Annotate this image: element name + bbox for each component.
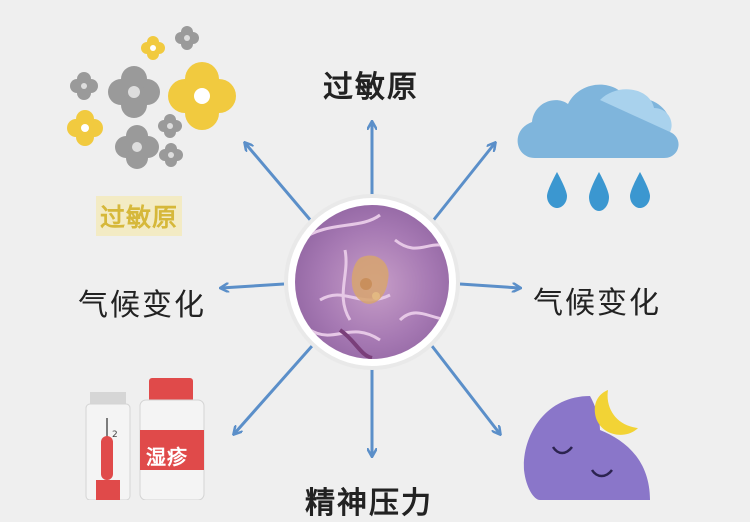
arrow-up-left: [245, 143, 314, 223]
allergen-label-top: 过敏原: [323, 70, 419, 105]
arrow-right: [459, 284, 520, 288]
allergen-label-pollen: 过敏原: [96, 196, 183, 236]
eczema-causes-diagram: [67, 26, 679, 500]
rain-cloud-icon: [517, 84, 679, 211]
medicine-bottle-icon: [139, 378, 205, 500]
arrow-down-left: [234, 345, 314, 434]
arrows: [221, 122, 520, 456]
pollen-flowers-icon: [67, 26, 236, 169]
ointment-tube-icon: [85, 392, 131, 500]
eczema-bottle-label: 湿疹: [146, 445, 188, 469]
arrow-down-right: [430, 345, 500, 434]
mental-stress-label: 精神压力: [305, 486, 433, 521]
arrow-up-right: [430, 143, 495, 223]
sleeping-moon-icon: [523, 390, 650, 500]
climate-change-label-left: 气候变化: [78, 288, 206, 323]
climate-change-label-right: 气候变化: [533, 286, 661, 321]
tube-scale-mark: 2: [112, 430, 118, 440]
skin-cell-micrograph-icon: [284, 194, 460, 370]
arrow-left: [221, 282, 285, 288]
